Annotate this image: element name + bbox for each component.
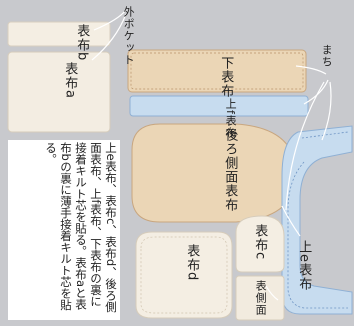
- label-ue-e-omote: 上e表布: [296, 240, 312, 291]
- piece-omote-b: [7, 21, 111, 47]
- piece-omote-d: [135, 231, 233, 319]
- label-machi: まち: [320, 44, 334, 68]
- piece-ue-f-omote: [129, 95, 309, 117]
- stitch-machi: [287, 131, 349, 309]
- label-pocket-outer: 外ポケット: [122, 6, 136, 66]
- caption-text: 上e表布、表布c、表布d、後ろ側面表布、上f表布、下表布の裏に接着キルト芯を貼る…: [8, 140, 120, 320]
- leader-machi-1: [295, 65, 327, 75]
- leader-pocket-b: [93, 9, 127, 31]
- label-omote-c: 表布c: [252, 224, 268, 261]
- leader-lines: [91, 9, 332, 301]
- piece-omote-sokumen: [235, 275, 285, 321]
- leader-pocket-a: [91, 13, 127, 61]
- piece-shita-omote: [127, 49, 307, 93]
- stitch-shita: [130, 52, 304, 90]
- piece-omote-c: [235, 215, 285, 273]
- piece-ushiro-sokumen: [131, 123, 297, 223]
- piece-machi: [281, 125, 353, 315]
- label-omote-b: 表布b: [74, 24, 90, 62]
- leader-machi-4: [285, 81, 325, 211]
- label-ushiro-sokumen: 後ろ側面表布: [222, 128, 238, 212]
- label-shita-omote: 下表布: [218, 56, 234, 98]
- label-ue-f-omote: 上f表布: [224, 98, 238, 139]
- stitch-omote-d: [140, 236, 228, 314]
- label-omote-a: 表布a: [62, 62, 78, 99]
- leader-sokumen: [265, 285, 279, 301]
- leader-ue-e: [281, 205, 301, 237]
- piece-omote-a: [7, 51, 111, 133]
- label-omote-d: 表布d: [184, 244, 200, 282]
- leader-machi-2: [303, 79, 329, 105]
- leader-machi-3: [321, 81, 332, 141]
- label-omote-sokumen: 表側面: [254, 280, 268, 316]
